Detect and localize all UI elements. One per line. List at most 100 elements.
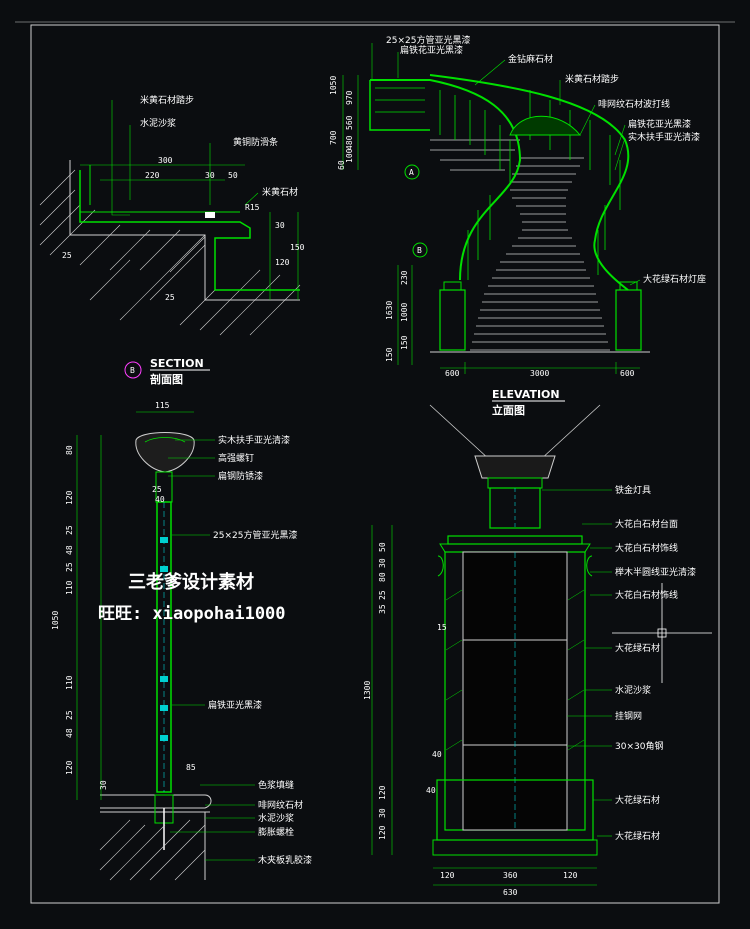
newel-post-detail bbox=[371, 404, 712, 886]
stair-label-lamp: 大花绿石材灯座 bbox=[643, 273, 706, 285]
stair-label: 实木扶手亚光清漆 bbox=[628, 131, 700, 143]
stair-label: 金钻麻石材 bbox=[508, 53, 553, 65]
stair-label: 扁铁花亚光黑漆 bbox=[628, 118, 691, 130]
dim-label: 25 bbox=[165, 293, 175, 302]
dim-label: R15 bbox=[245, 203, 260, 212]
rail-label: 膨胀螺栓 bbox=[258, 826, 294, 838]
newel-hatch bbox=[445, 589, 585, 751]
rail-label: 水泥沙浆 bbox=[258, 812, 294, 824]
left-balusters bbox=[439, 90, 511, 280]
newel-label: 榉木半圆线亚光清漆 bbox=[615, 566, 696, 578]
dim-label: 48 bbox=[65, 545, 74, 555]
dim-label: 25 bbox=[378, 590, 387, 600]
rail-label: 实木扶手亚光清漆 bbox=[218, 434, 290, 446]
newel-right bbox=[615, 289, 642, 351]
stair-treads bbox=[430, 139, 610, 351]
dim-label: 35 bbox=[378, 604, 387, 614]
section-title: B SECTION 剖面图 bbox=[124, 357, 210, 386]
dim-label: 360 bbox=[503, 871, 518, 880]
lamp-stem bbox=[489, 487, 541, 529]
rail-label: 25×25方管亚光黑漆 bbox=[213, 529, 297, 541]
dim-label: 150 bbox=[290, 243, 305, 252]
stair-label: 25×25方管亚光黑漆 bbox=[386, 34, 470, 46]
dim-label: 480 bbox=[345, 135, 354, 150]
newel-label: 挂钢网 bbox=[615, 710, 642, 722]
dim-label: 25 bbox=[152, 485, 162, 494]
dim-label: 700 bbox=[329, 130, 338, 145]
baluster-labels: 实木扶手亚光清漆 高强螺钉 扁钢防锈漆 25×25方管亚光黑漆 扁铁亚光黑漆 色… bbox=[51, 401, 312, 866]
rail-label: 高强螺钉 bbox=[218, 452, 254, 464]
dim-label: 15 bbox=[437, 623, 447, 632]
dim-label: 80 bbox=[378, 572, 387, 582]
staircase-labels: 25×25方管亚光黑漆 扁铁花亚光黑漆 金钻麻石材 米黄石材踏步 啡网纹石材波打… bbox=[329, 34, 706, 378]
dim-label: 30 bbox=[378, 558, 387, 568]
section-label: 黄铜防滑条 bbox=[233, 136, 278, 148]
stair-label: 扁铁花亚光黑漆 bbox=[400, 44, 463, 56]
newel-label: 大花绿石材 bbox=[615, 830, 660, 842]
rail-label: 木夹板乳胶漆 bbox=[258, 854, 312, 866]
section-label: 水泥沙浆 bbox=[140, 117, 176, 129]
rail-label: 色浆填缝 bbox=[258, 779, 294, 791]
section-marker-icon bbox=[124, 361, 142, 379]
dim-label: 120 bbox=[563, 871, 578, 880]
dim-label: 120 bbox=[378, 825, 387, 840]
stair-marker: B bbox=[417, 246, 422, 255]
watermark: 三老爹设计素材 旺旺: xiaopohai1000 bbox=[98, 571, 286, 624]
dim-label: 25 bbox=[65, 710, 74, 720]
dim-label: 30 bbox=[378, 808, 387, 818]
dim-label: 600 bbox=[445, 369, 460, 378]
stair-rail-left bbox=[370, 79, 522, 281]
dim-label: 110 bbox=[65, 675, 74, 690]
stair-fan-ornament bbox=[509, 115, 582, 136]
dim-label: 560 bbox=[345, 115, 354, 130]
stair-rail-right bbox=[429, 74, 630, 291]
watermark-line1: 三老爹设计素材 bbox=[128, 571, 254, 593]
dim-label: 50 bbox=[228, 171, 238, 180]
section-labels: 米黄石材踏步 水泥沙浆 黄铜防滑条 米黄石材 300 220 30 50 R15… bbox=[62, 94, 305, 302]
dim-label: 150 bbox=[400, 335, 409, 350]
dim-label: 48 bbox=[65, 728, 74, 738]
newel-labels: 铁金灯具 大花白石材台面 大花白石材饰线 榉木半圆线亚光清漆 大花白石材饰线 大… bbox=[363, 484, 696, 897]
stair-label: 米黄石材踏步 bbox=[565, 73, 619, 85]
section-title-cn: 剖面图 bbox=[150, 372, 183, 386]
dim-label: 1300 bbox=[363, 681, 372, 700]
dim-label: 1050 bbox=[51, 611, 60, 630]
newel-label: 大花绿石材 bbox=[615, 794, 660, 806]
dim-label: 80 bbox=[65, 445, 74, 455]
dim-label: 300 bbox=[158, 156, 173, 165]
rail-label: 扁铁亚光黑漆 bbox=[208, 699, 262, 711]
dim-label: 40 bbox=[155, 495, 165, 504]
drawing-frame bbox=[30, 24, 720, 904]
dim-label: 110 bbox=[65, 580, 74, 595]
stair-marker: A bbox=[409, 168, 414, 177]
elevation-title-cn: 立面图 bbox=[492, 403, 525, 417]
dim-label: 25 bbox=[65, 525, 74, 535]
dim-label: 40 bbox=[426, 786, 436, 795]
rail-label: 扁钢防锈漆 bbox=[218, 470, 263, 482]
newel-label: 30×30角钢 bbox=[615, 740, 663, 752]
section-detail bbox=[39, 100, 301, 336]
dim-label: 1050 bbox=[329, 76, 338, 95]
baluster-hatch bbox=[99, 819, 206, 881]
newel-label: 大花白石材饰线 bbox=[615, 589, 678, 601]
dim-label: 25 bbox=[62, 251, 72, 260]
section-label: 米黄石材踏步 bbox=[140, 94, 194, 106]
staircase-elevation bbox=[342, 43, 650, 374]
dim-label: 1000 bbox=[400, 303, 409, 322]
dim-label: 60 bbox=[337, 160, 346, 170]
dim-label: 120 bbox=[378, 785, 387, 800]
dim-label: 120 bbox=[440, 871, 455, 880]
dim-label: 85 bbox=[186, 763, 196, 772]
dim-label: 600 bbox=[620, 369, 635, 378]
stair-label: 啡网纹石材波打线 bbox=[598, 98, 670, 110]
dim-label: 150 bbox=[385, 347, 394, 362]
elevation-title-en: ELEVATION bbox=[492, 388, 560, 401]
section-hatch bbox=[39, 169, 301, 336]
dim-label: 120 bbox=[275, 258, 290, 267]
dim-label: 25 bbox=[65, 562, 74, 572]
dim-label: 970 bbox=[345, 90, 354, 105]
dim-label: 220 bbox=[145, 171, 160, 180]
dim-label: 120 bbox=[65, 490, 74, 505]
baluster-detail bbox=[76, 411, 255, 881]
